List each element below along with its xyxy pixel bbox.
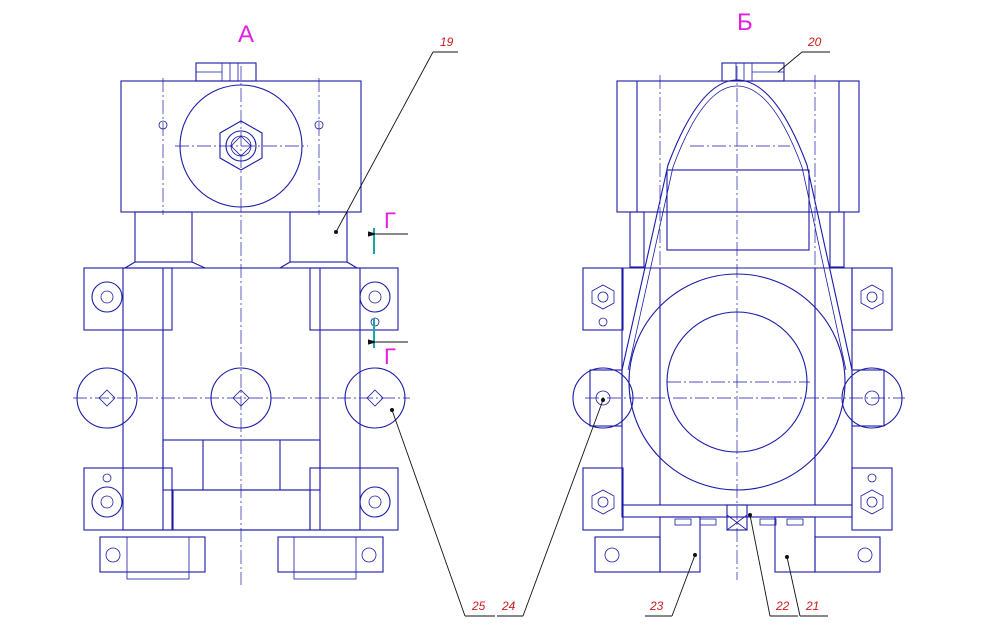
- section-mark-lines: [367, 228, 408, 348]
- leader-lines: [334, 51, 830, 617]
- callout-25: 25: [471, 599, 486, 613]
- callout-24: 24: [501, 599, 516, 613]
- callout-23: 23: [649, 599, 664, 613]
- callout-19: 19: [440, 35, 454, 49]
- callout-20: 20: [807, 35, 822, 49]
- view-b-drawing: [572, 62, 905, 580]
- view-title-a: А: [238, 21, 254, 48]
- callout-21: 21: [805, 599, 819, 613]
- view-title-b: Б: [737, 9, 753, 36]
- callout-22: 22: [775, 599, 790, 613]
- view-a-drawing: [73, 62, 410, 585]
- section-mark-bottom: Г: [384, 344, 396, 369]
- section-mark-top: Г: [384, 208, 396, 233]
